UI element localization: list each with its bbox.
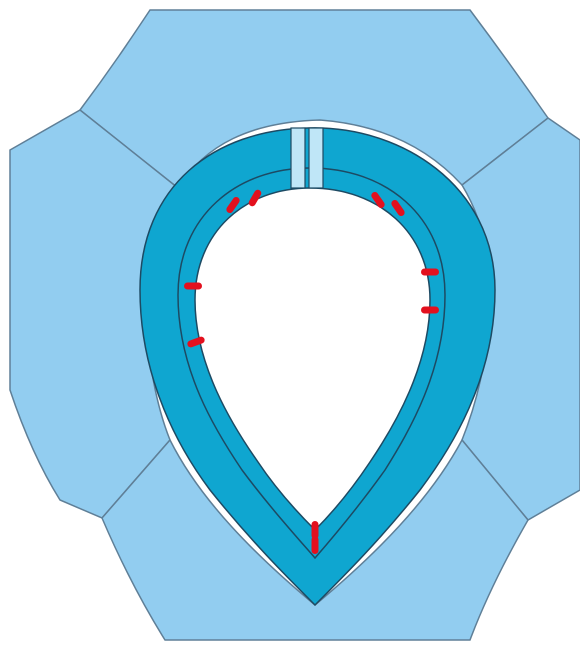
- red-marker: [421, 269, 439, 276]
- red-marker: [184, 283, 202, 290]
- seam-left-strip: [291, 128, 305, 188]
- red-marker: [421, 307, 439, 314]
- red-marker: [312, 536, 319, 554]
- seam-right-strip: [309, 128, 323, 188]
